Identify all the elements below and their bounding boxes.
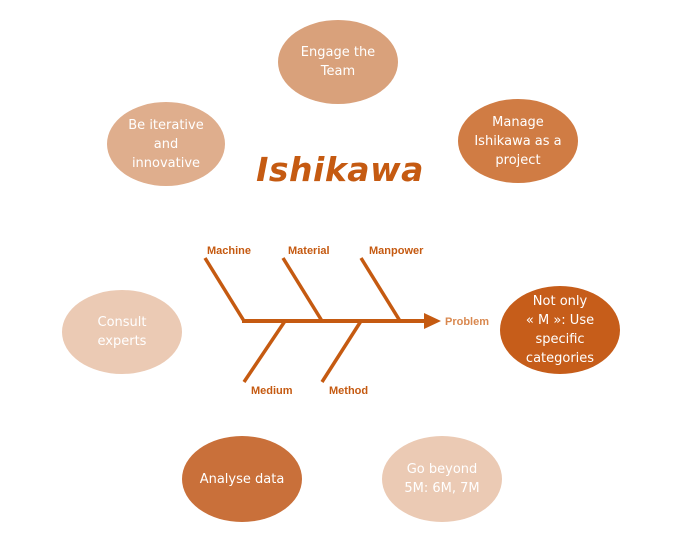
bone-material	[281, 257, 324, 322]
bone-manpower	[359, 257, 402, 322]
fishbone-arrowhead	[424, 313, 441, 329]
bubble-consult-experts: Consult experts	[62, 290, 182, 374]
bubble-be-iterative: Be iterative and innovative	[107, 102, 225, 186]
bone-method	[320, 320, 363, 383]
bubble-not-only-label: Not only « M »: Use specific categories	[525, 294, 595, 366]
cause-label-manpower: Manpower	[369, 245, 424, 257]
cause-label-medium: Medium	[251, 385, 293, 397]
bubble-not-only-m: Not only « M »: Use specific categories	[500, 286, 620, 374]
bubble-manage-label: Manage Ishikawa as a project	[474, 114, 562, 168]
bubble-beyond-label: Go beyond 5M: 6M, 7M	[404, 462, 480, 496]
diagram-title: Ishikawa	[256, 150, 424, 189]
bubble-manage-ishikawa: Manage Ishikawa as a project	[458, 99, 578, 183]
effect-label-problem: Problem	[445, 316, 489, 328]
bubble-engage-the-team: Engage the Team	[278, 20, 398, 104]
cause-label-material: Material	[288, 245, 330, 257]
bone-machine	[203, 257, 246, 322]
bone-medium	[242, 320, 287, 383]
bubble-analyse-data: Analyse data	[182, 436, 302, 522]
bubble-iterative-label: Be iterative and innovative	[128, 117, 204, 171]
bubble-engage-label: Engage the Team	[300, 45, 376, 79]
cause-label-machine: Machine	[207, 245, 251, 257]
bubble-go-beyond: Go beyond 5M: 6M, 7M	[382, 436, 502, 522]
bubble-consult-label: Consult experts	[97, 315, 147, 349]
cause-label-method: Method	[329, 385, 368, 397]
bubble-analyse-label: Analyse data	[199, 471, 285, 487]
